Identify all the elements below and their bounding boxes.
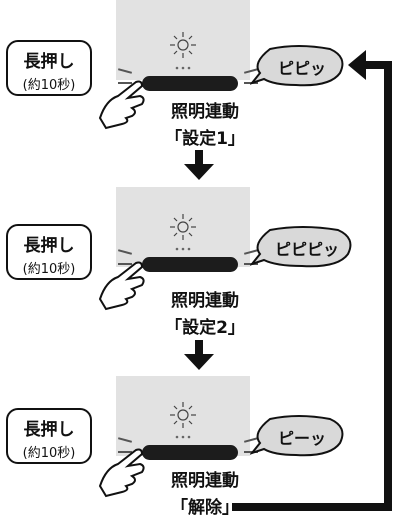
caption-line2: 「設定1」 [165,129,245,149]
loop-back-arrow-icon [232,50,392,511]
vibration-mark [118,82,132,84]
long-press-bubble: 長押し (約10秒) [6,408,92,464]
caption-line1: 照明連動 [171,471,239,491]
long-press-label: 長押し [23,420,75,440]
touch-bar[interactable] [142,257,238,272]
long-press-label: 長押し [23,236,75,256]
hand-pointer-icon [98,261,145,311]
caption-line1: 照明連動 [171,291,239,311]
vibration-mark [244,451,258,453]
vibration-mark [118,451,132,453]
touch-bar[interactable] [142,76,238,91]
step-caption: 照明連動 「設定1」 [120,97,290,149]
step-caption: 照明連動 「解除」 [120,466,290,518]
hand-pointer-icon [98,448,145,498]
device-panel-2 [116,187,250,267]
caption-line2: 「解除」 [171,498,239,518]
duration-label: (約10秒) [22,446,76,461]
duration-label: (約10秒) [22,78,76,93]
step-caption: 照明連動 「設定2」 [120,286,290,338]
long-press-label: 長押し [23,52,75,72]
light-icon [170,402,196,428]
vibration-mark [118,263,132,265]
light-icon [170,214,196,240]
down-arrow-icon [184,340,214,370]
caption-line2: 「設定2」 [165,318,245,338]
sound-bubble [250,45,344,87]
sound-text: ピピピッ [274,240,339,259]
indicator-dots [175,66,191,70]
sound-text: ピピッ [277,59,326,78]
duration-label: (約10秒) [22,262,76,277]
sound-text: ピーッ [277,429,326,448]
device-panel-3 [116,376,250,456]
long-press-bubble: 長押し (約10秒) [6,224,92,280]
caption-line1: 照明連動 [171,102,239,122]
indicator-dots [175,247,191,251]
indicator-dots [175,435,191,439]
hand-pointer-icon [98,80,145,130]
sound-bubble [250,415,344,457]
touch-bar[interactable] [142,445,238,460]
light-icon [170,32,196,58]
long-press-bubble: 長押し (約10秒) [6,40,92,96]
sound-bubble [250,226,352,268]
down-arrow-icon [184,150,214,180]
